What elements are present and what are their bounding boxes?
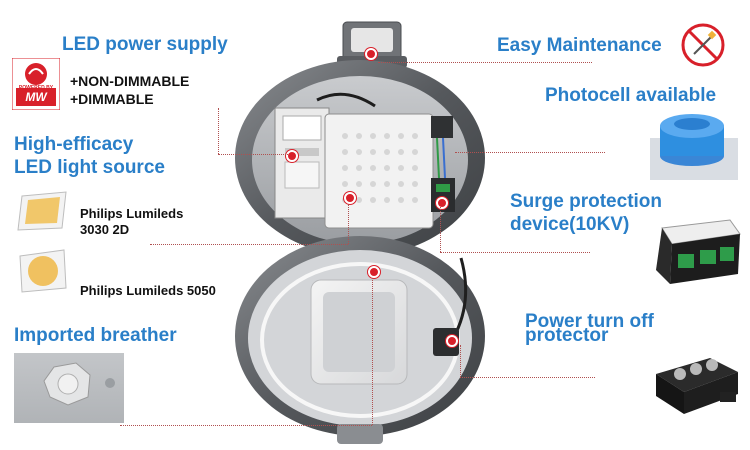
non-dimmable-label: +NON-DIMMABLE (70, 73, 190, 89)
surge-title-line2: device(10KV) (510, 214, 630, 235)
imported-breather-title: Imported breather (14, 325, 177, 346)
surge-title-line1: Surge protection (510, 191, 663, 212)
leader-surge (440, 252, 590, 253)
led-power-supply-title: LED power supply (62, 34, 228, 55)
photocell-image (650, 114, 738, 180)
dimmable-label: +DIMMABLE (70, 91, 154, 107)
lumileds-5050-label: Philips Lumileds 5050 (80, 283, 216, 298)
marker-lens (368, 266, 380, 278)
leader-3030 (150, 244, 348, 245)
no-tool-icon (681, 23, 725, 67)
power-off-protector-image (656, 358, 738, 414)
leader-power-supply-vert (218, 108, 219, 154)
luminaire-illustration (235, 21, 485, 444)
power-off-title-line2: protector (525, 325, 609, 346)
leader-3030-vert (348, 204, 349, 244)
lumileds-3030-line2: 3030 2D (80, 222, 130, 237)
leader-power-supply (218, 154, 288, 155)
leader-lens-vert (372, 278, 373, 425)
logo-brand: MW (25, 90, 47, 104)
marker-power-off (446, 335, 458, 347)
high-efficacy-title-line2: LED light source (14, 157, 165, 178)
meanwell-logo: POWERED BY MW (12, 58, 60, 110)
leader-surge-vert (440, 207, 441, 252)
marker-surge (436, 197, 448, 209)
surge-device-image (656, 219, 741, 284)
leader-power-off (460, 377, 595, 378)
easy-maintenance-title: Easy Maintenance (497, 35, 662, 56)
marker-power-supply (286, 150, 298, 162)
leader-photocell (455, 152, 605, 153)
led-5050-chip-image (19, 249, 67, 293)
leader-easy-maintenance (378, 62, 592, 63)
logo-tag: POWERED BY (18, 85, 54, 91)
breather-image (14, 353, 124, 423)
leader-power-off-vert (460, 345, 461, 377)
high-efficacy-title-line1: High-efficacy (14, 134, 134, 155)
photocell-title: Photocell available (545, 85, 717, 106)
marker-led-module (344, 192, 356, 204)
led-3030-chip-image (17, 191, 67, 231)
power-off-title-line1: Power turn off (525, 311, 654, 332)
marker-easy-maintenance (365, 48, 377, 60)
leader-breather (120, 425, 372, 426)
lumileds-3030-line1: Philips Lumileds (80, 206, 184, 221)
